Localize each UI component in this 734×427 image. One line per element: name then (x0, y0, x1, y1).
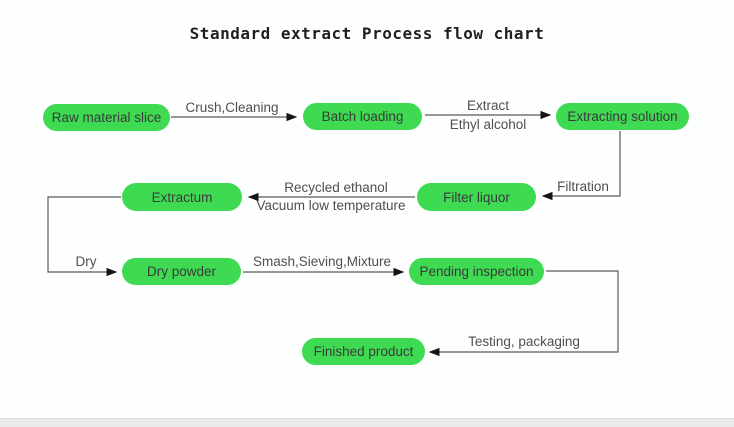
node-filter-liquor: Filter liquor (417, 183, 536, 211)
edge-label-ethyl-alcohol: Ethyl alcohol (449, 117, 527, 132)
node-finished-product: Finished product (302, 338, 425, 365)
node-pending-inspection: Pending inspection (409, 258, 544, 285)
node-extractum: Extractum (122, 183, 242, 211)
edge-label-testing-packaging: Testing, packaging (468, 334, 580, 349)
node-batch-loading: Batch loading (303, 103, 422, 130)
node-raw-material-slice: Raw material slice (43, 104, 170, 131)
bottom-gray-bar (0, 418, 734, 427)
node-extracting-solution: Extracting solution (556, 103, 689, 130)
edge-label-smash-sieving-mixture: Smash,Sieving,Mixture (252, 254, 392, 269)
chart-title: Standard extract Process flow chart (189, 24, 545, 43)
edge-label-crush-cleaning: Crush,Cleaning (185, 100, 279, 115)
edge-label-recycled-ethanol: Recycled ethanol (284, 180, 388, 195)
edge-label-extract: Extract (466, 98, 510, 113)
edge-dry-line (47, 196, 121, 277)
edge-label-dry: Dry (75, 254, 97, 269)
edge-label-vacuum-low-temperature: Vacuum low temperature (256, 198, 406, 213)
edge-filtration-line (541, 131, 621, 201)
edge-label-filtration: Filtration (557, 179, 609, 194)
edge-testing-line (428, 270, 619, 357)
node-dry-powder: Dry powder (122, 258, 241, 285)
